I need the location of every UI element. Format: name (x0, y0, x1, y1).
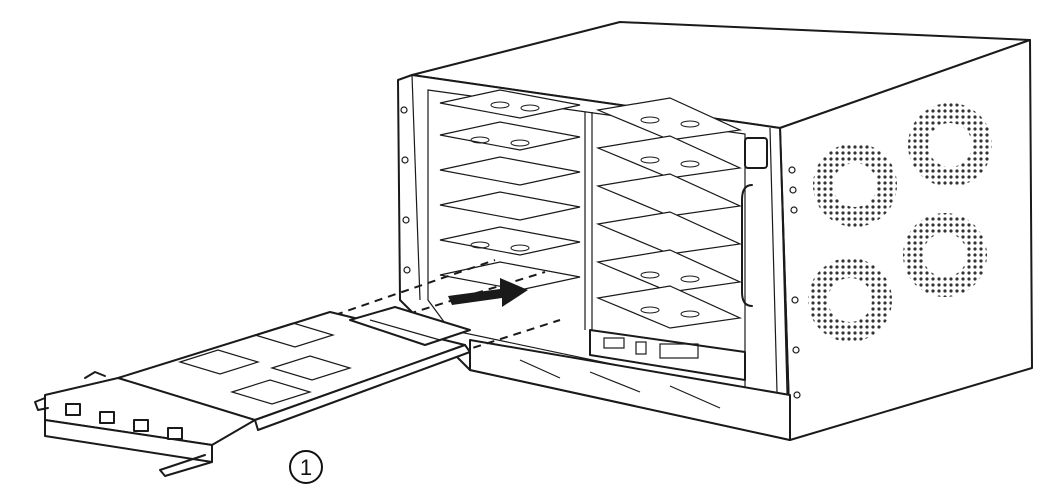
module-ports (65, 403, 183, 440)
rail-holes (400, 106, 801, 399)
installed-module (589, 329, 746, 381)
callout-label: 1 (300, 455, 312, 480)
insertion-guide-lines (334, 259, 561, 353)
arrow-right-icon (448, 278, 528, 307)
line-card-module (34, 306, 471, 477)
side-vents (808, 103, 992, 342)
module-connector (349, 306, 471, 346)
heatsinks (177, 322, 353, 405)
module-ejector-left (34, 397, 49, 411)
module-faceplate (44, 377, 256, 446)
numbered-circle-icon (289, 450, 323, 484)
module-ejector-right (159, 454, 213, 477)
card-shelves-left (439, 89, 581, 291)
chassis-latch (744, 137, 768, 169)
card-shelves-right (595, 97, 743, 329)
shelf-vents (470, 101, 700, 318)
chassis-handle (741, 184, 753, 307)
chassis (397, 21, 1033, 441)
callout-1: 1 (289, 450, 323, 484)
bottom-tray (469, 339, 791, 441)
